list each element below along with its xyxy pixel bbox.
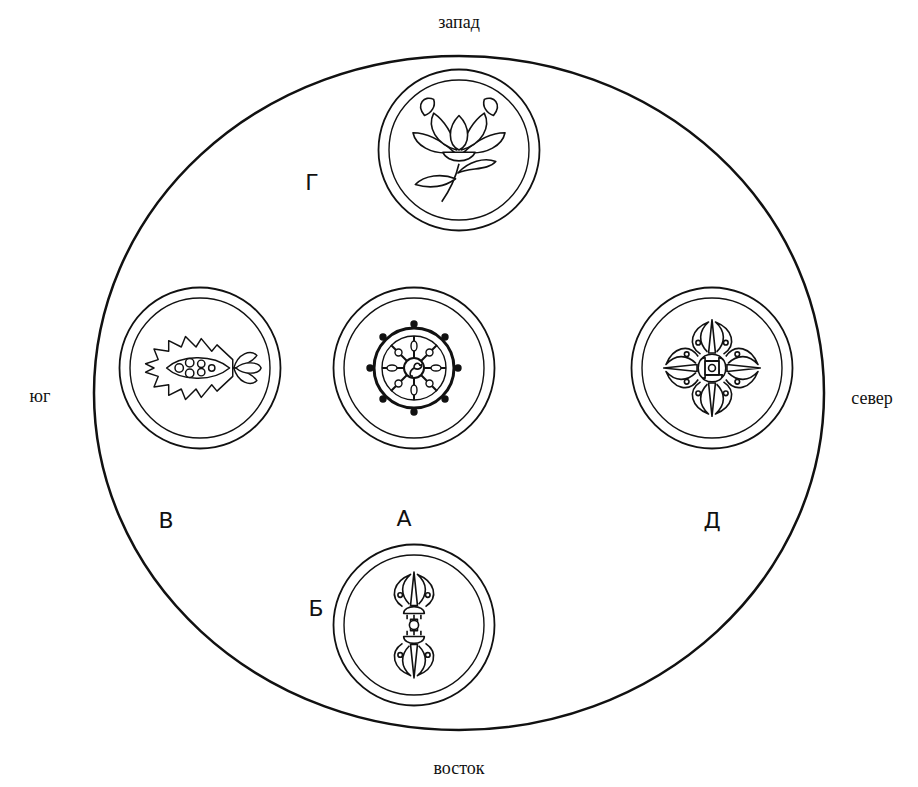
wheel-symbol <box>367 321 461 415</box>
double-circle-outline <box>118 286 282 450</box>
double-circle-outline <box>377 68 541 232</box>
emblem-letter: Д <box>703 508 720 533</box>
emblem-circle: Б <box>332 543 496 707</box>
double-circle-outline <box>332 286 496 450</box>
direction-label: восток <box>433 758 484 779</box>
direction-label: запад <box>438 12 480 33</box>
emblem-letter: Г <box>305 170 318 195</box>
double-circle-outline <box>630 286 794 450</box>
outer-circle <box>94 56 824 730</box>
direction-label: юг <box>30 386 51 407</box>
jewel-symbol <box>146 337 262 400</box>
lotus-symbol <box>413 98 505 202</box>
double-vajra-symbol <box>664 320 761 417</box>
emblem-letter: В <box>158 508 173 533</box>
emblem-letter: А <box>396 506 411 531</box>
emblem-circle: Д <box>630 286 794 450</box>
emblem-circle: А <box>332 286 496 450</box>
double-circle-outline <box>332 543 496 707</box>
emblem-letter: Б <box>308 596 323 621</box>
direction-label: север <box>851 388 893 409</box>
emblem-circle: В <box>118 286 282 450</box>
emblem-circle: Г <box>377 68 541 232</box>
vajra-symbol <box>394 572 433 678</box>
